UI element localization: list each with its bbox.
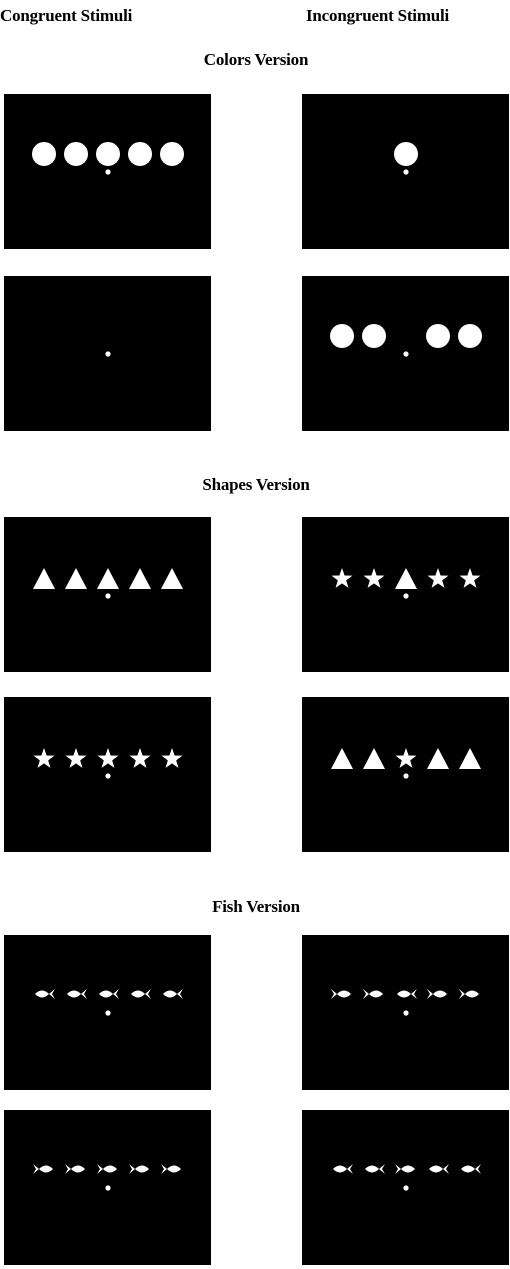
stimulus-panel [302,276,509,431]
fixation-dot [105,593,110,598]
circle-stimulus [362,324,386,348]
triangle-stimulus [363,748,385,769]
fish-right-stimulus [331,989,351,999]
congruent-stimuli-header: Congruent Stimuli [0,6,132,26]
fish-right-stimulus [129,1164,149,1174]
stimulus-display [4,94,211,249]
fixation-dot [403,351,408,356]
fish-left-stimulus [397,989,417,999]
stimulus-display [4,276,211,431]
triangle-stimulus [97,568,119,589]
fish-right-stimulus [65,1164,85,1174]
fish-right-stimulus [161,1164,181,1174]
star-stimulus [98,748,119,768]
fixation-dot [403,169,408,174]
fish-right-stimulus [33,1164,53,1174]
fish-right-stimulus [363,989,383,999]
fish-left-stimulus [99,989,119,999]
stimulus-panel [302,1110,509,1265]
fish-left-stimulus [333,1164,353,1174]
star-stimulus [364,568,385,588]
stimulus-panel [302,94,509,249]
circle-stimulus [330,324,354,348]
stimulus-display [302,697,509,852]
stimulus-panel [4,1110,211,1265]
circle-stimulus [394,142,418,166]
circle-stimulus [128,142,152,166]
triangle-stimulus [65,568,87,589]
fixation-dot [105,1185,110,1190]
circle-stimulus [96,142,120,166]
stimulus-display [4,1110,211,1265]
fixation-dot [105,351,110,356]
fixation-dot [403,773,408,778]
stimulus-display [4,697,211,852]
stimulus-panel [4,935,211,1090]
fixation-dot [105,169,110,174]
stimulus-display [302,517,509,672]
triangle-stimulus [129,568,151,589]
stimulus-display [4,935,211,1090]
fish-left-stimulus [461,1164,481,1174]
fish-version-title: Fish Version [0,897,510,917]
stimulus-display [4,517,211,672]
stimulus-panel [4,517,211,672]
stimulus-panel [4,276,211,431]
triangle-stimulus [331,748,353,769]
fish-right-stimulus [395,1164,415,1174]
fixation-dot [105,1010,110,1015]
triangle-stimulus [161,568,183,589]
star-stimulus [66,748,87,768]
star-stimulus [428,568,449,588]
fish-left-stimulus [35,989,55,999]
circle-stimulus [64,142,88,166]
triangle-stimulus [427,748,449,769]
stimulus-panel [4,94,211,249]
circle-stimulus [32,142,56,166]
fish-right-stimulus [427,989,447,999]
circle-stimulus [458,324,482,348]
stimulus-panel [302,697,509,852]
star-stimulus [162,748,183,768]
triangle-stimulus [395,568,417,589]
stimulus-panel [302,517,509,672]
colors-version-title: Colors Version [0,50,510,70]
star-stimulus [34,748,55,768]
circle-stimulus [426,324,450,348]
star-stimulus [332,568,353,588]
fish-right-stimulus [459,989,479,999]
fish-left-stimulus [429,1164,449,1174]
fish-left-stimulus [67,989,87,999]
fish-right-stimulus [97,1164,117,1174]
incongruent-stimuli-header: Incongruent Stimuli [306,6,449,26]
star-stimulus [460,568,481,588]
stimulus-display [302,1110,509,1265]
fixation-dot [403,593,408,598]
stimulus-panel [302,935,509,1090]
triangle-stimulus [459,748,481,769]
stimulus-panel [4,697,211,852]
fish-left-stimulus [163,989,183,999]
fish-left-stimulus [131,989,151,999]
fixation-dot [105,773,110,778]
fixation-dot [403,1185,408,1190]
fish-left-stimulus [365,1164,385,1174]
stimulus-display [302,935,509,1090]
triangle-stimulus [33,568,55,589]
shapes-version-title: Shapes Version [0,475,510,495]
circle-stimulus [160,142,184,166]
star-stimulus [396,748,417,768]
fixation-dot [403,1010,408,1015]
stimulus-display [302,94,509,249]
stimulus-display [302,276,509,431]
star-stimulus [130,748,151,768]
